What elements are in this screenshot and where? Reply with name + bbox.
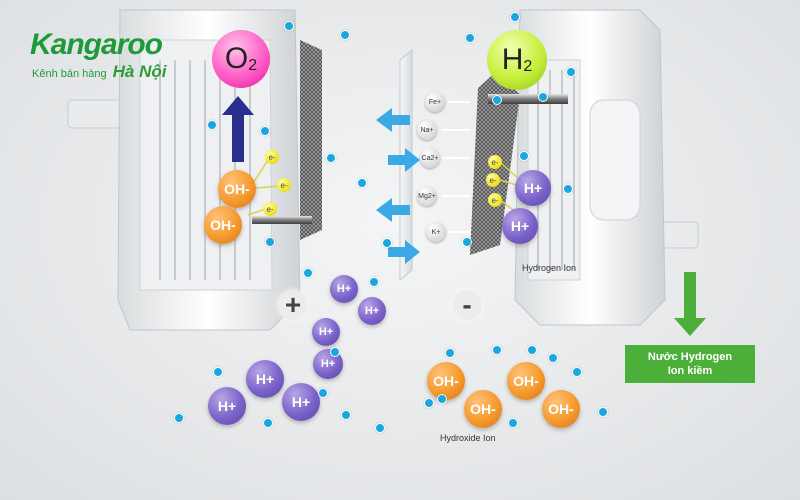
hydrogen-ion-label: Hydrogen Ion — [522, 263, 577, 273]
brand-logo: Kangaroo Kênh bán hàng Hà Nội — [30, 30, 166, 82]
hydrogen-ion: H+ — [208, 387, 246, 425]
hydrogen-ion: H+ — [330, 275, 358, 303]
hydroxide-ion-label: Hydroxide Ion — [440, 433, 496, 443]
logo-tagline: Kênh bán hàng — [32, 68, 107, 80]
hydrogen-ion: H+ — [246, 360, 284, 398]
result-label-box: Nước Hydrogen Ion kiềm — [625, 345, 755, 383]
hydroxide-ion: OH- — [507, 362, 545, 400]
right-electrode-housing — [514, 9, 699, 326]
hydrogen-ion: H+ — [282, 383, 320, 421]
result-line-1: Nước Hydrogen — [647, 351, 733, 363]
electron: e- — [488, 193, 502, 207]
logo-city: Hà Nội — [112, 62, 167, 81]
hydroxide-ion: OH- — [427, 362, 465, 400]
anode-rod — [252, 216, 312, 224]
result-line-2: Ion kiềm — [667, 365, 713, 377]
oxygen-up-arrow — [222, 96, 254, 162]
hydroxide-ion: OH- — [542, 390, 580, 428]
cathode-rod — [488, 94, 568, 104]
anode-sign: + — [278, 289, 308, 320]
anode-mesh — [300, 40, 322, 240]
mineral-ion: Fe+ — [425, 92, 445, 112]
electron: e- — [263, 202, 277, 216]
hydroxide-ion: OH- — [204, 206, 242, 244]
ion-flow-arrows — [376, 108, 420, 264]
hydroxide-ion: OH- — [218, 170, 256, 208]
mineral-ion: Mg2+ — [417, 186, 437, 206]
result-down-arrow — [674, 272, 706, 336]
mineral-ion: Na+ — [417, 120, 437, 140]
hydrogen-ion: H+ — [358, 297, 386, 325]
hydrogen-ion: H+ — [515, 170, 551, 206]
mineral-ion: Ca2+ — [420, 148, 440, 168]
hydrogen-ion: H+ — [312, 318, 340, 346]
logo-brand: Kangaroo — [30, 28, 163, 61]
mineral-flow-lines — [442, 101, 470, 233]
electron: e- — [488, 155, 502, 169]
electron: e- — [277, 178, 291, 192]
electron: e- — [486, 173, 500, 187]
hydrogen-ion: H+ — [502, 208, 538, 244]
hydroxide-ion: OH- — [464, 390, 502, 428]
electron: e- — [265, 150, 279, 164]
mineral-ion: K+ — [426, 222, 446, 242]
cathode-sign: - — [452, 289, 482, 320]
